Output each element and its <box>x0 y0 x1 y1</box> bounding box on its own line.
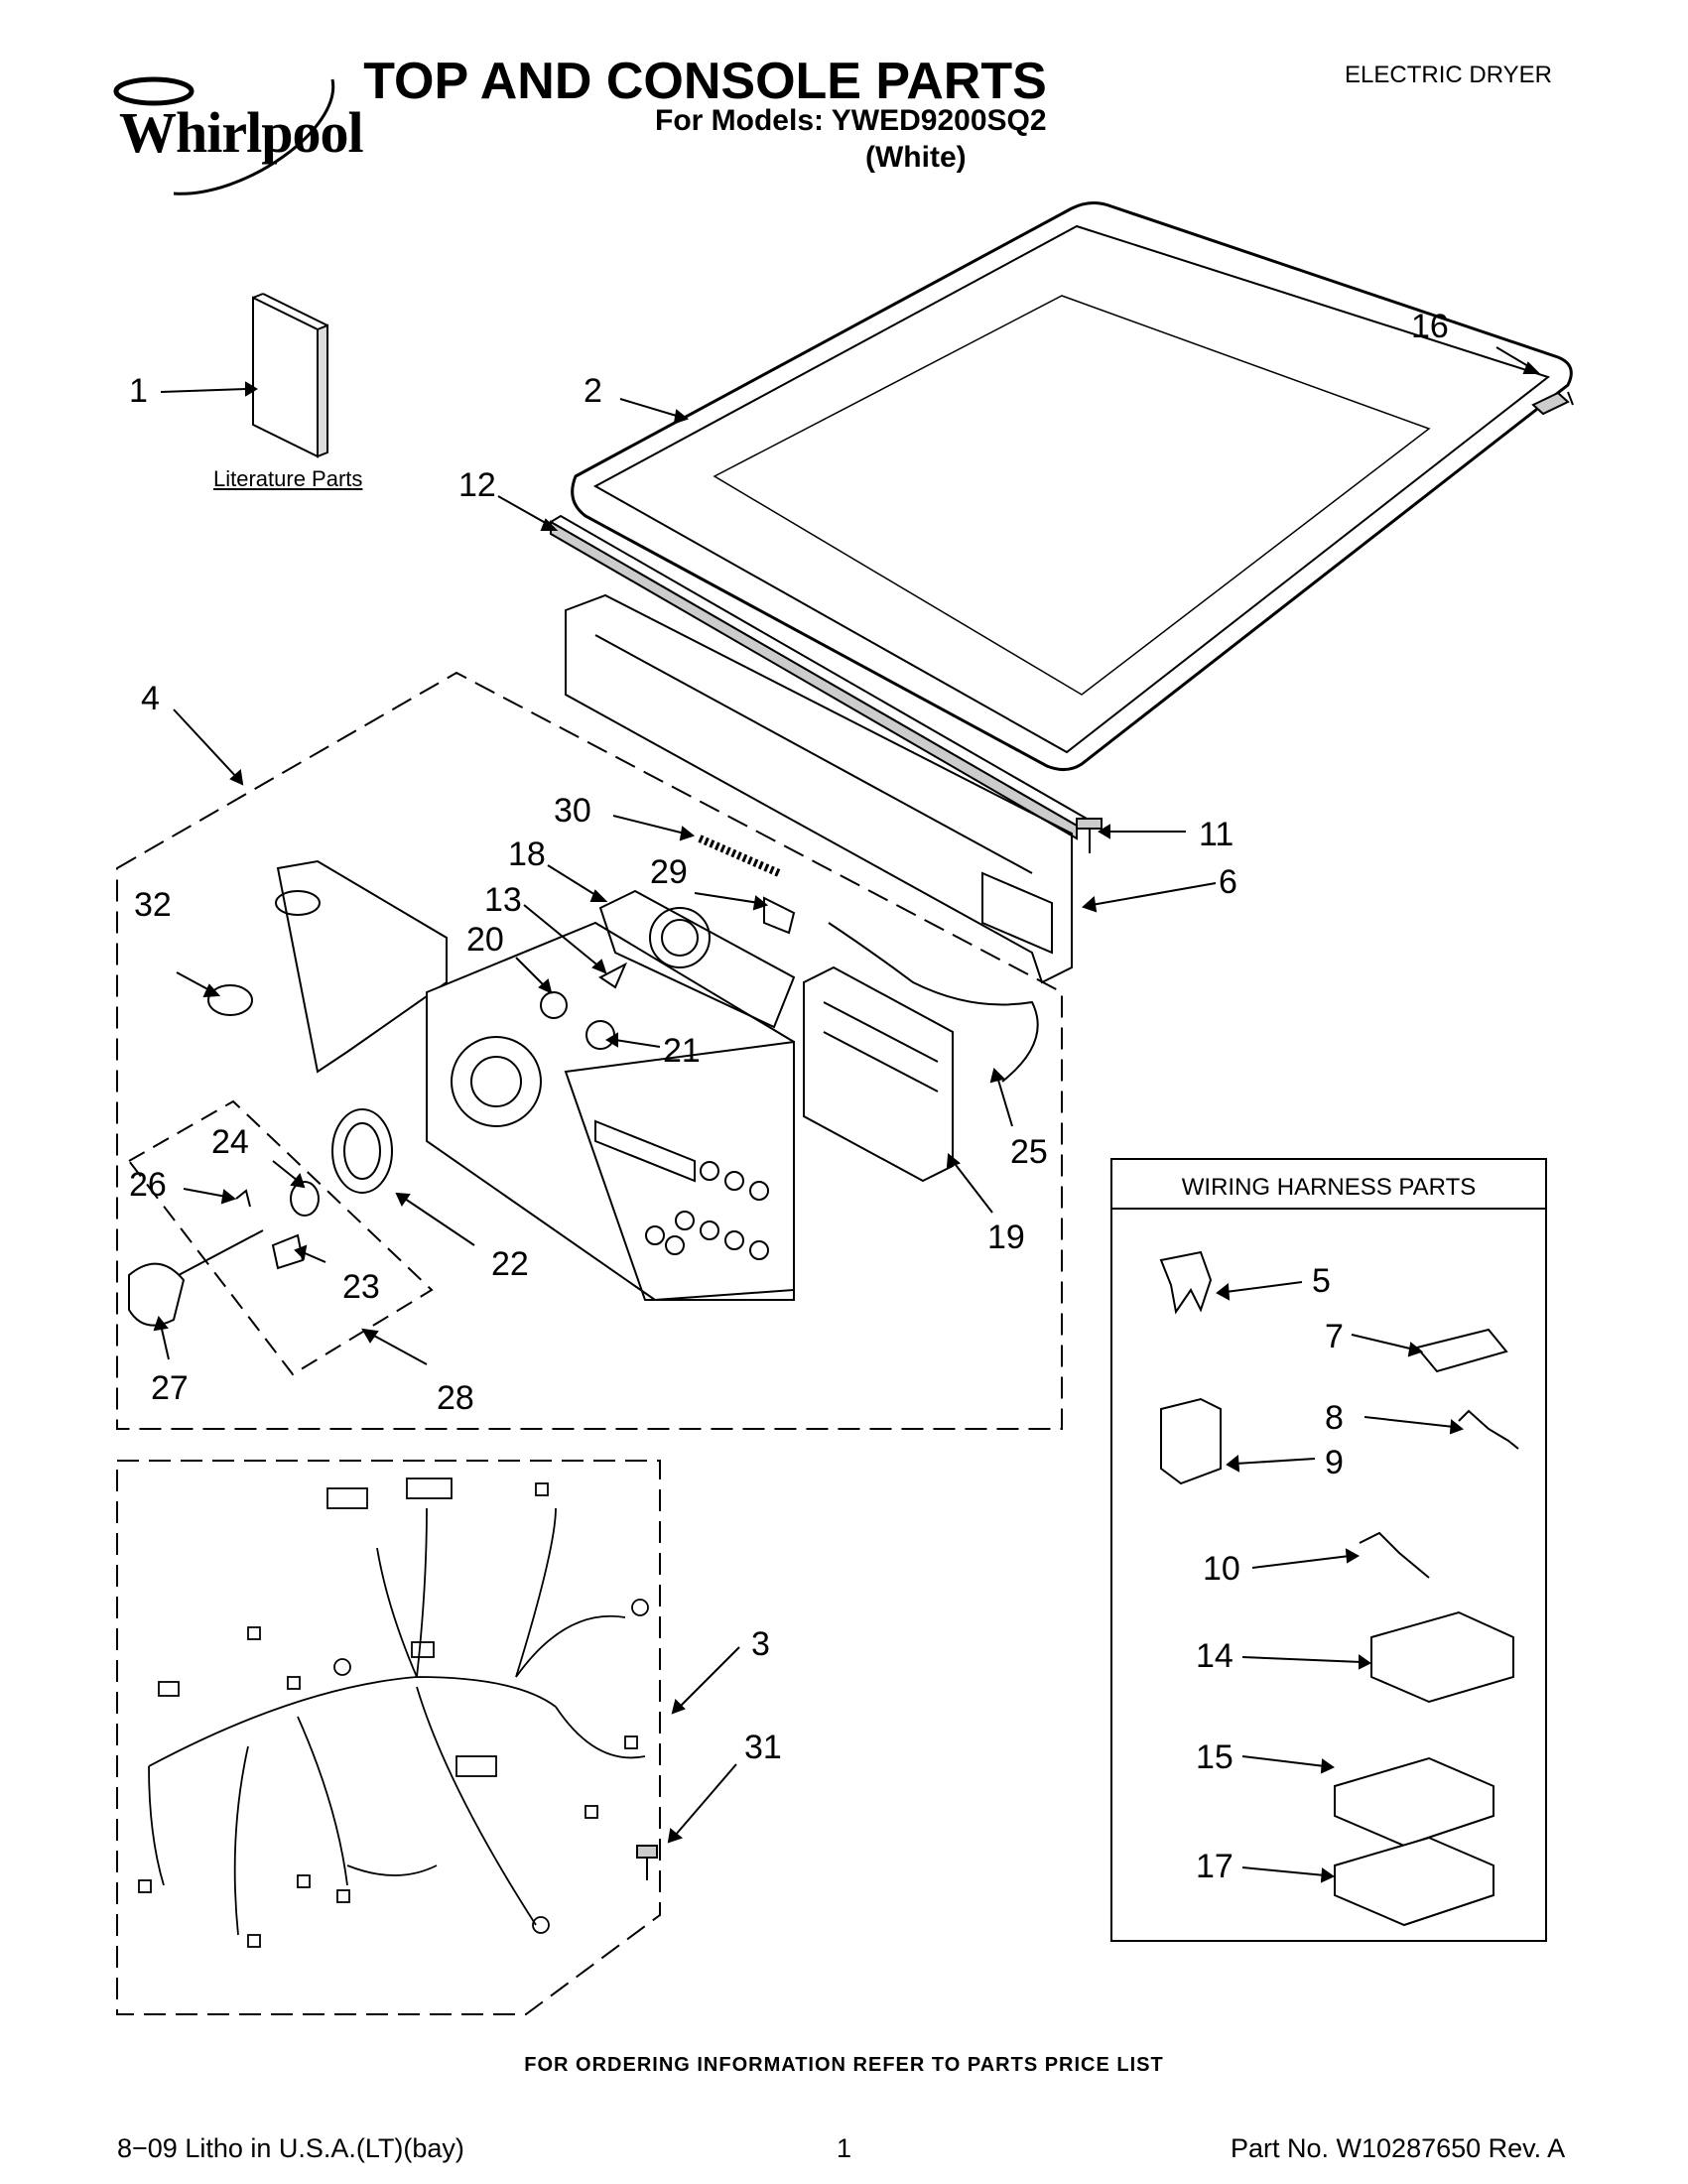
knob-22-drawing <box>331 1108 393 1194</box>
wiring-harness-parts-box <box>1110 1158 1547 1942</box>
callout-5: 5 <box>1312 1262 1331 1300</box>
callout-1: 1 <box>129 372 148 410</box>
callout-32: 32 <box>134 886 172 924</box>
callout-16: 16 <box>1411 308 1449 345</box>
callout-leaders <box>153 346 1541 1883</box>
brand-logo-text: Whirlpool <box>119 100 364 165</box>
callout-8: 8 <box>1325 1399 1344 1437</box>
part-number: Part No. W10287650 Rev. A <box>1231 2133 1566 2163</box>
literature-booklet-icon <box>252 293 328 458</box>
wiring-harness-3-drawing <box>138 1477 649 1948</box>
callout-6: 6 <box>1219 863 1237 901</box>
knob-27-icon <box>128 1229 264 1327</box>
callout-17: 17 <box>1196 1848 1234 1885</box>
terminal-10-icon <box>1359 1531 1430 1579</box>
callout-9: 9 <box>1325 1444 1344 1481</box>
callout-13: 13 <box>484 881 522 919</box>
housing-14-icon <box>1370 1610 1514 1704</box>
screw-16-icon <box>1531 391 1574 416</box>
litho-info: 8−09 Litho in U.S.A.(LT)(bay) <box>117 2133 464 2163</box>
callout-20: 20 <box>466 921 504 959</box>
callout-10: 10 <box>1203 1550 1240 1588</box>
brand-logo: Whirlpool <box>119 99 364 166</box>
model-color: (White) <box>865 141 967 174</box>
callout-31: 31 <box>744 1729 782 1766</box>
cover-32-icon <box>207 984 253 1016</box>
top-panel-drawing <box>571 201 1573 771</box>
callout-12: 12 <box>458 466 496 504</box>
wiring-harness-parts-title: WIRING HARNESS PARTS <box>1181 1174 1477 1201</box>
callout-24: 24 <box>211 1123 249 1161</box>
console-panel-drawing <box>275 859 795 1302</box>
console-bracket-drawing <box>565 593 1073 984</box>
callout-21: 21 <box>663 1032 701 1070</box>
tie-strap-30-icon <box>698 835 781 877</box>
spring-26-icon <box>235 1189 251 1208</box>
callout-23: 23 <box>342 1268 380 1306</box>
control-board-18-drawing <box>598 889 796 1029</box>
callout-14: 14 <box>1196 1637 1234 1675</box>
literature-parts-label: Literature Parts <box>213 466 363 491</box>
callout-27: 27 <box>151 1369 189 1407</box>
brand-swoosh-icon <box>113 76 335 195</box>
callout-18: 18 <box>508 835 546 873</box>
callout-4: 4 <box>141 680 160 717</box>
callout-11: 11 <box>1199 816 1234 853</box>
screw-31-icon <box>636 1845 658 1880</box>
callout-26: 26 <box>129 1166 167 1204</box>
display-board-19-drawing <box>803 965 954 1183</box>
callout-15: 15 <box>1196 1738 1234 1776</box>
connector-9-icon <box>1160 1397 1222 1485</box>
callout-19: 19 <box>987 1219 1025 1256</box>
knob-assembly-boundary <box>127 1099 434 1376</box>
callout-7: 7 <box>1325 1318 1344 1355</box>
plug-7-icon <box>1415 1328 1508 1373</box>
wiring-harness-boundary <box>116 1460 661 2015</box>
product-category: ELECTRIC DRYER <box>1345 62 1552 88</box>
callout-29: 29 <box>650 853 688 891</box>
screw-11-icon <box>1076 818 1103 853</box>
gear-24-icon <box>290 1181 320 1217</box>
callout-28: 28 <box>437 1379 474 1417</box>
switch-23-icon <box>271 1233 305 1270</box>
part-13-icon <box>598 962 628 989</box>
page-title: TOP AND CONSOLE PARTS <box>363 53 1047 110</box>
harness-25-drawing <box>828 922 1039 1083</box>
front-strip-drawing <box>549 514 1089 840</box>
callout-2: 2 <box>584 372 602 410</box>
housing-15-icon <box>1334 1756 1494 1848</box>
callout-25: 25 <box>1010 1133 1048 1171</box>
callout-3: 3 <box>751 1625 770 1663</box>
clip-29-icon <box>763 896 796 935</box>
ordering-note: FOR ORDERING INFORMATION REFER TO PARTS … <box>524 2054 1164 2076</box>
console-assembly-boundary <box>116 671 1063 1430</box>
terminal-8-icon <box>1458 1409 1519 1450</box>
clip-5-icon <box>1159 1250 1213 1315</box>
knob-20-icon <box>540 991 568 1019</box>
callout-22: 22 <box>491 1245 529 1283</box>
housing-17-icon <box>1334 1836 1494 1927</box>
models-line: For Models: YWED9200SQ2 <box>655 104 1047 137</box>
callout-30: 30 <box>554 792 591 830</box>
page-number: 1 <box>837 2133 852 2163</box>
